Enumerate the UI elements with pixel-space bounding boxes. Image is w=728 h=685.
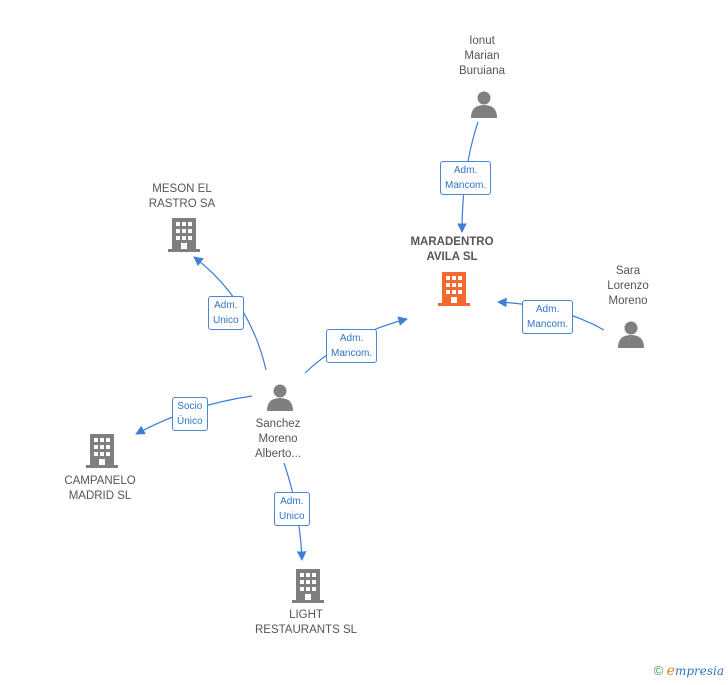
node-sanchez-label: Sanchez Moreno Alberto... — [238, 417, 318, 462]
brand-name: mpresia — [674, 664, 724, 678]
edge-label-line1: Socio — [177, 401, 203, 412]
node-sara-line3: Moreno — [608, 295, 648, 307]
brand-footer[interactable]: © empresia — [654, 663, 724, 679]
node-ionut-line1: Ionut — [469, 35, 495, 47]
node-ionut-line2: Marian — [464, 50, 500, 62]
brand-logo-letter: e — [666, 663, 675, 679]
node-ionut-line3: Buruiana — [458, 65, 506, 77]
person-icon[interactable] — [617, 320, 645, 348]
building-icon[interactable] — [292, 569, 324, 603]
node-maradentro-line2: AVILA SL — [426, 251, 478, 263]
edge-label-ionut-maradentro[interactable]: Adm. Mancom. — [440, 161, 492, 195]
node-meson-line2: RASTRO SA — [148, 198, 216, 210]
building-icon[interactable] — [438, 272, 470, 306]
node-light-line2: RESTAURANTS SL — [254, 624, 358, 636]
node-meson-label: MESON EL RASTRO SA — [134, 182, 230, 212]
node-maradentro-label: MARADENTRO AVILA SL — [396, 235, 508, 265]
person-icon[interactable] — [266, 383, 294, 411]
node-sara-label: Sara Lorenzo Moreno — [590, 264, 666, 309]
edge-label-sanchez-campanelo[interactable]: Socio Único — [172, 397, 208, 431]
edge-label-line2: Unico — [279, 511, 305, 522]
building-icon[interactable] — [86, 434, 118, 468]
node-sanchez-line1: Sanchez — [255, 418, 301, 430]
building-icon[interactable] — [168, 218, 200, 252]
edge-label-sanchez-meson[interactable]: Adm. Unico — [208, 296, 244, 330]
edge-label-line1: Adm. — [339, 333, 364, 344]
edge-label-line2: Único — [177, 416, 203, 427]
edge-label-sanchez-maradentro[interactable]: Adm. Mancom. — [326, 329, 378, 363]
node-campanelo-label: CAMPANELO MADRID SL — [52, 474, 148, 504]
node-ionut-label: Ionut Marian Buruiana — [440, 34, 524, 79]
edge-label-sara-maradentro[interactable]: Adm. Mancom. — [522, 300, 574, 334]
node-maradentro-line1: MARADENTRO — [410, 236, 494, 248]
node-sanchez-line3: Alberto... — [254, 448, 302, 460]
edge-label-line2: Unico — [213, 315, 239, 326]
edge-label-line2: Mancom. — [445, 180, 487, 191]
node-light-label: LIGHT RESTAURANTS SL — [246, 608, 366, 638]
edge-label-line1: Adm. — [535, 304, 560, 315]
node-sara-line2: Lorenzo — [607, 280, 649, 292]
edge-label-line1: Adm. — [453, 165, 478, 176]
node-campanelo-line2: MADRID SL — [68, 490, 132, 502]
edge-label-line1: Adm. — [280, 496, 304, 507]
edge-label-line1: Adm. — [214, 300, 238, 311]
edge-label-sanchez-light[interactable]: Adm. Unico — [274, 492, 310, 526]
edge-label-line2: Mancom. — [527, 319, 569, 330]
node-campanelo-line1: CAMPANELO — [64, 475, 136, 487]
node-meson-line1: MESON EL — [152, 183, 212, 195]
copyright-symbol: © — [653, 663, 664, 678]
edge-label-line2: Mancom. — [331, 348, 373, 359]
node-sanchez-line2: Moreno — [258, 433, 298, 445]
person-icon[interactable] — [470, 90, 498, 118]
node-light-line1: LIGHT — [289, 609, 323, 621]
node-sara-line1: Sara — [615, 265, 641, 277]
